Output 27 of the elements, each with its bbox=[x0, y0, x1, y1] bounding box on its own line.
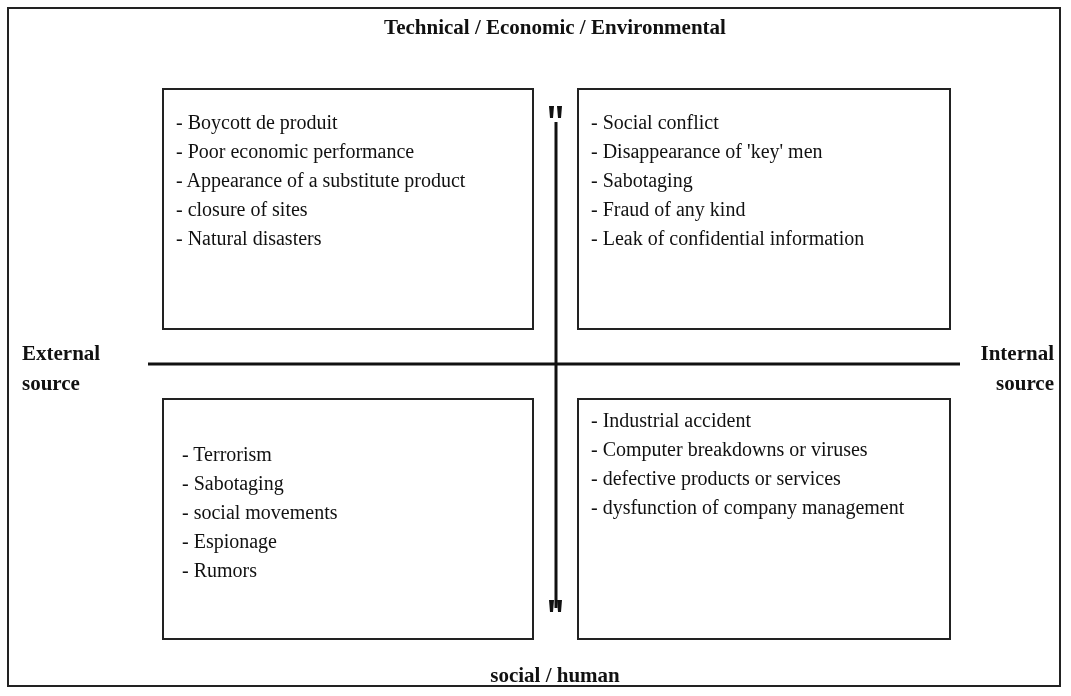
list-item: - Sabotaging bbox=[182, 471, 285, 497]
quadrant-box bbox=[577, 398, 951, 640]
list-item: - Computer breakdowns or viruses bbox=[591, 437, 869, 463]
axis-label: social / human bbox=[489, 662, 621, 688]
list-item: - Terrorism bbox=[182, 442, 273, 467]
quadrant-box bbox=[162, 398, 534, 640]
list-item: - Espionage bbox=[182, 529, 278, 555]
list-item: - Sabotaging bbox=[591, 168, 694, 194]
list-item: - Leak of confidential information bbox=[591, 226, 866, 251]
list-item: - Disappearance of 'key' men bbox=[591, 139, 824, 165]
axis-label: External source bbox=[22, 340, 102, 397]
list-item: - Appearance of a substitute product bbox=[176, 168, 467, 194]
list-item: - Rumors bbox=[182, 558, 258, 583]
list-item: - dysfunction of company management bbox=[591, 495, 906, 521]
list-item: - Natural disasters bbox=[176, 226, 323, 251]
list-item: - closure of sites bbox=[176, 197, 309, 222]
list-item: - Boycott de produit bbox=[176, 110, 339, 136]
axis-label: Technical / Economic / Environmental bbox=[383, 14, 727, 40]
quadrant-box bbox=[577, 88, 951, 330]
quadrant-box bbox=[162, 88, 534, 330]
list-item: - Fraud of any kind bbox=[591, 197, 747, 223]
list-item: - defective products or services bbox=[591, 466, 842, 492]
list-item: - social movements bbox=[182, 500, 339, 525]
list-item: - Industrial accident bbox=[591, 408, 752, 433]
list-item: - Poor economic performance bbox=[176, 139, 416, 165]
list-item: - Social conflict bbox=[591, 110, 720, 135]
axis-label: Internal source bbox=[979, 340, 1054, 397]
